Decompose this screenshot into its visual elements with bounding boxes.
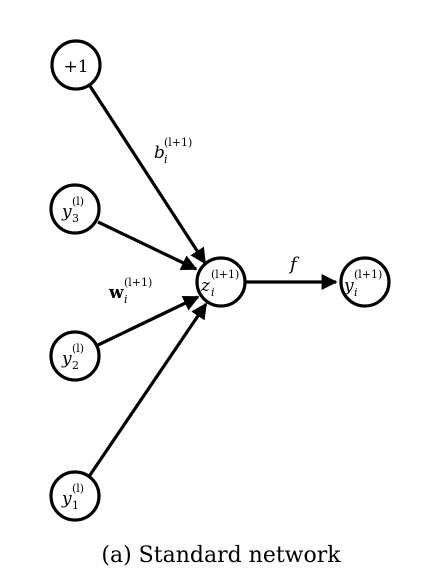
node-output-base: y — [343, 276, 354, 296]
node-z-sub: i — [211, 286, 215, 299]
node-y1-base: y — [61, 489, 72, 509]
node-y2-base: y — [61, 349, 72, 369]
node-y3-sup: (l) — [72, 195, 84, 208]
node-y1-sup: (l) — [72, 482, 84, 495]
node-output: y (l+1) i — [339, 256, 391, 308]
label-weights: w (l+1) i — [108, 276, 152, 306]
node-bias-label: +1 — [63, 57, 88, 77]
node-y2-sub: 2 — [72, 359, 79, 372]
node-y3: y (l) 3 — [49, 183, 101, 235]
label-weights-base: w — [108, 283, 124, 303]
node-z-base: z — [200, 276, 211, 296]
node-y3-sub: 3 — [72, 212, 79, 225]
label-weights-sup: (l+1) — [124, 276, 152, 289]
edge-y2-to-z — [97, 295, 200, 347]
label-activation: f — [288, 254, 300, 275]
figure-caption: (a) Standard network — [101, 543, 341, 568]
node-z-sup: (l+1) — [211, 268, 239, 281]
edge-y3-to-z — [97, 220, 198, 271]
node-y3-base: y — [61, 202, 72, 222]
node-y1-sub: 1 — [72, 499, 79, 512]
label-bias-weight-base: b — [154, 143, 165, 163]
label-bias-weight: b (l+1) i — [154, 136, 192, 166]
node-z: z (l+1) i — [195, 256, 247, 308]
label-bias-weight-sup: (l+1) — [164, 136, 192, 149]
node-y2: y (l) 2 — [49, 330, 101, 382]
node-output-sub: i — [354, 286, 358, 299]
label-bias-weight-sub: i — [164, 153, 168, 166]
edge-bias-to-z — [88, 85, 207, 265]
edge-y1-to-z — [86, 302, 208, 479]
node-bias: +1 — [50, 39, 102, 91]
node-y1: y (l) 1 — [49, 470, 101, 522]
label-weights-sub: i — [124, 293, 128, 306]
node-output-sup: (l+1) — [354, 268, 382, 281]
node-y2-sup: (l) — [72, 342, 84, 355]
